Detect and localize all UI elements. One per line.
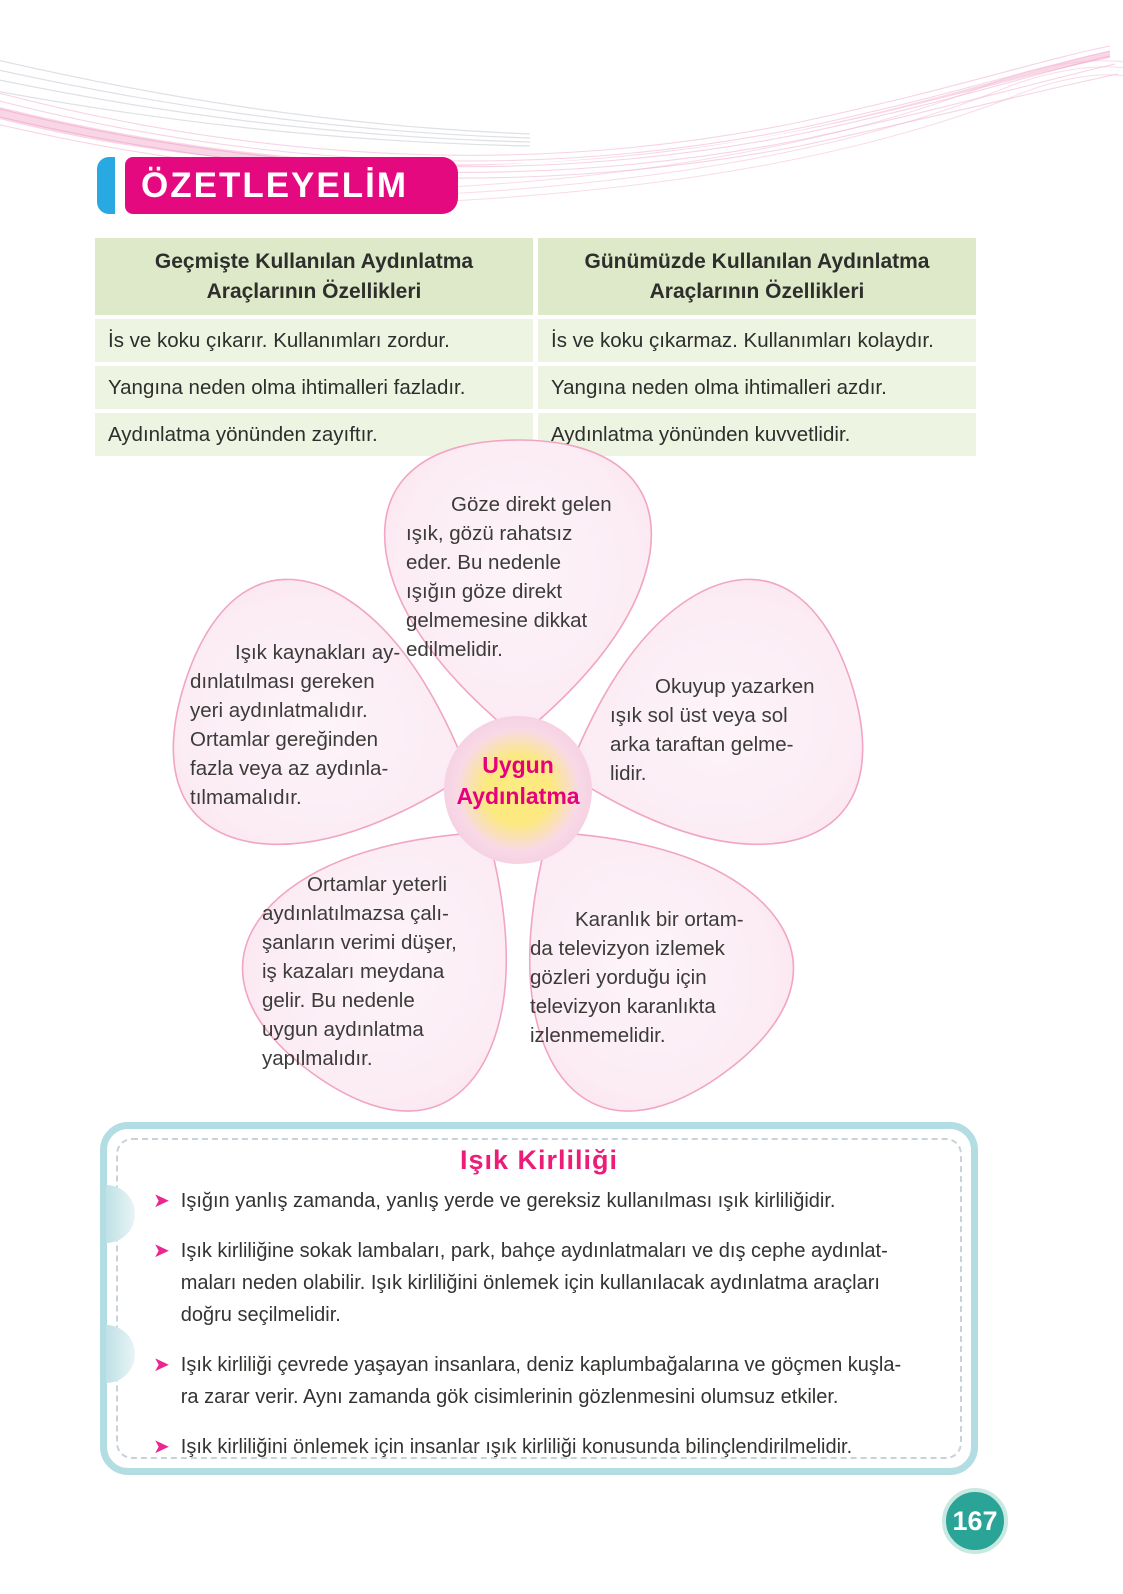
arrow-bullet-icon: ➤	[153, 1240, 170, 1262]
arrow-bullet-icon: ➤	[153, 1190, 170, 1212]
flower-center-circle	[444, 716, 592, 864]
table-cell: Yangına neden olma ihtimalleri fazladır.	[95, 366, 533, 409]
page-number: 167	[952, 1505, 998, 1536]
bullet-text: Işık kirliliği çevrede yaşayan insanlara…	[180, 1354, 902, 1408]
table-header-present: Günümüzde Kullanılan Aydınlatma Araçları…	[538, 238, 976, 315]
table-header-past: Geçmişte Kullanılan Aydınlatma Araçların…	[95, 238, 533, 315]
table-cell: İs ve koku çıkarır. Kullanımları zordur.	[95, 319, 533, 362]
pollution-title: Işık Kirliliği	[459, 1145, 619, 1175]
list-item: ➤ Işık kirliliğini önlemek için insanlar…	[153, 1431, 953, 1463]
flower-petals	[172, 439, 864, 1112]
flower-diagram: Göze direkt gelen ışık, gözü rahatsız ed…	[150, 438, 870, 1138]
table-cell: İs ve koku çıkarmaz. Kullanımları kolayd…	[538, 319, 976, 362]
list-item: ➤ Işık kirliliğine sokak lambaları, park…	[153, 1235, 953, 1331]
arrow-bullet-icon: ➤	[153, 1354, 170, 1376]
header-pink-box: ÖZETLEYELİM	[125, 157, 458, 214]
arrow-bullet-icon: ➤	[153, 1436, 170, 1458]
header-blue-bar	[97, 157, 115, 214]
summary-table: Geçmişte Kullanılan Aydınlatma Araçların…	[95, 238, 976, 456]
table-cell: Yangına neden olma ihtimalleri azdır.	[538, 366, 976, 409]
list-item: ➤ Işık kirliliği çevrede yaşayan insanla…	[153, 1349, 953, 1413]
petal-text-bottom-left: Ortamlar yeterli aydınlatılmazsa çalı- ş…	[262, 873, 457, 1070]
bullet-text: Işığın yanlış zamanda, yanlış yerde ve g…	[180, 1190, 836, 1212]
petal-text-right: Okuyup yazarken ışık sol üst veya sol ar…	[610, 675, 815, 785]
section-title: ÖZETLEYELİM	[141, 165, 408, 205]
petal-text-bottom-right: Karanlık bir ortam- da televizyon izleme…	[530, 908, 744, 1047]
light-pollution-box: Işık Kirliliği ➤ Işığın yanlış zamanda, …	[100, 1122, 978, 1475]
petal-text-top: Göze direkt gelen ışık, gözü rahatsız ed…	[406, 493, 612, 661]
petal-text-left: Işık kaynakları ay- dınlatılması gereken…	[190, 641, 401, 809]
bullet-text: Işık kirliliğini önlemek için insanlar ı…	[180, 1436, 853, 1458]
list-item: ➤ Işığın yanlış zamanda, yanlış yerde ve…	[153, 1185, 953, 1217]
dashed-inner-border	[116, 1138, 962, 1459]
bullet-list: ➤ Işığın yanlış zamanda, yanlış yerde ve…	[153, 1185, 953, 1463]
page-number-badge: 167	[942, 1488, 1008, 1554]
flower-center-label: Uygun Aydınlatma	[456, 752, 580, 809]
bullet-text: Işık kirliliğine sokak lambaları, park, …	[180, 1240, 888, 1326]
table-cell: Aydınlatma yönünden kuvvetlidir.	[538, 413, 976, 456]
section-header: ÖZETLEYELİM	[95, 157, 458, 214]
